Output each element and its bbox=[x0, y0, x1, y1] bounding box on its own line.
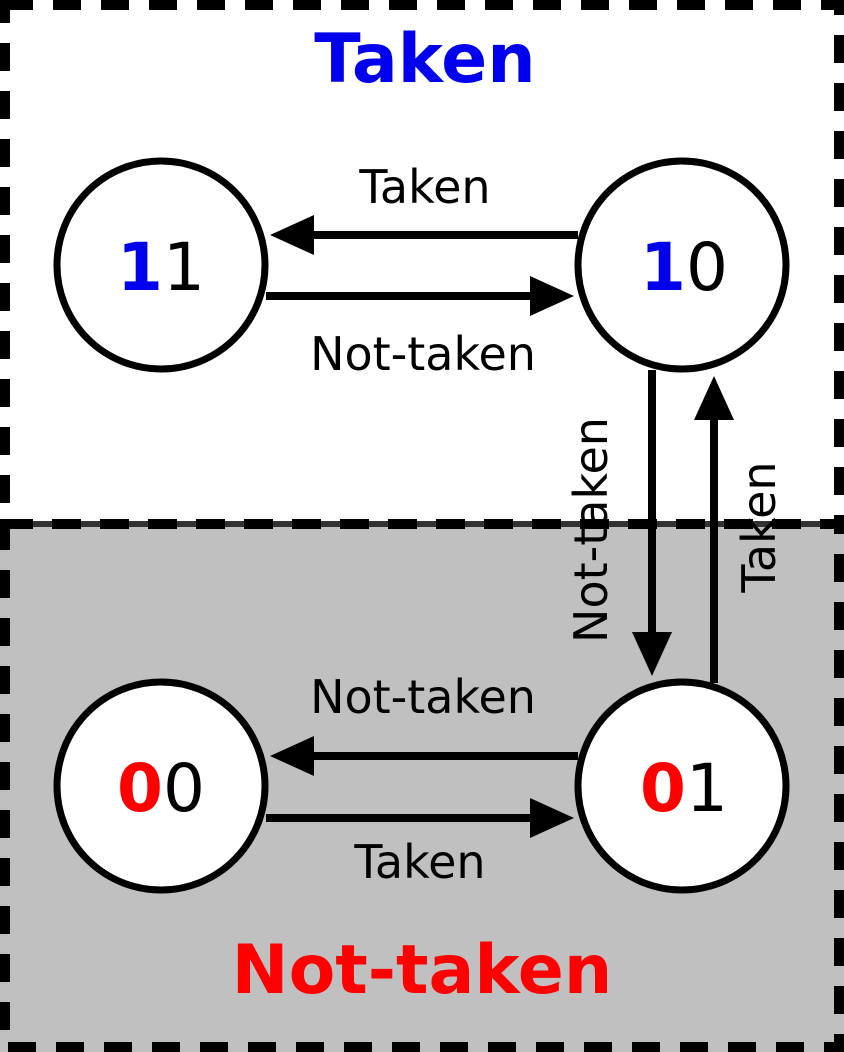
state-00-high-bit: 0 bbox=[117, 750, 163, 827]
arrow-10-to-11 bbox=[270, 215, 578, 255]
arrow-10-to-01 bbox=[632, 370, 672, 676]
svg-text:00: 00 bbox=[117, 750, 205, 827]
arrow-01-to-10 bbox=[694, 376, 734, 683]
state-01: 01 bbox=[574, 678, 790, 894]
svg-text:11: 11 bbox=[117, 229, 205, 306]
label-00-to-01: Taken bbox=[353, 835, 485, 889]
arrow-01-to-00 bbox=[270, 736, 578, 776]
taken-region-title: Taken bbox=[314, 20, 535, 99]
state-10-low-bit: 0 bbox=[686, 229, 728, 306]
svg-text:01: 01 bbox=[640, 750, 728, 827]
state-11: 11 bbox=[53, 157, 269, 373]
label-01-to-10: Taken bbox=[732, 461, 786, 593]
state-10-high-bit: 1 bbox=[640, 229, 686, 306]
state-10: 10 bbox=[574, 157, 790, 373]
svg-text:10: 10 bbox=[640, 229, 728, 306]
state-11-high-bit: 1 bbox=[117, 229, 163, 306]
arrow-00-to-01 bbox=[266, 798, 574, 838]
label-11-to-10: Not-taken bbox=[310, 327, 536, 381]
state-01-high-bit: 0 bbox=[640, 750, 686, 827]
not-taken-region-title: Not-taken bbox=[232, 931, 613, 1010]
arrow-11-to-10 bbox=[266, 276, 574, 316]
state-01-low-bit: 1 bbox=[686, 750, 728, 827]
state-00-low-bit: 0 bbox=[163, 750, 205, 827]
not-taken-region-border bbox=[0, 519, 844, 1052]
label-10-to-11: Taken bbox=[358, 160, 490, 214]
label-10-to-01: Not-taken bbox=[564, 417, 618, 643]
label-01-to-00: Not-taken bbox=[310, 670, 536, 724]
state-11-low-bit: 1 bbox=[163, 229, 205, 306]
state-00: 00 bbox=[53, 678, 269, 894]
